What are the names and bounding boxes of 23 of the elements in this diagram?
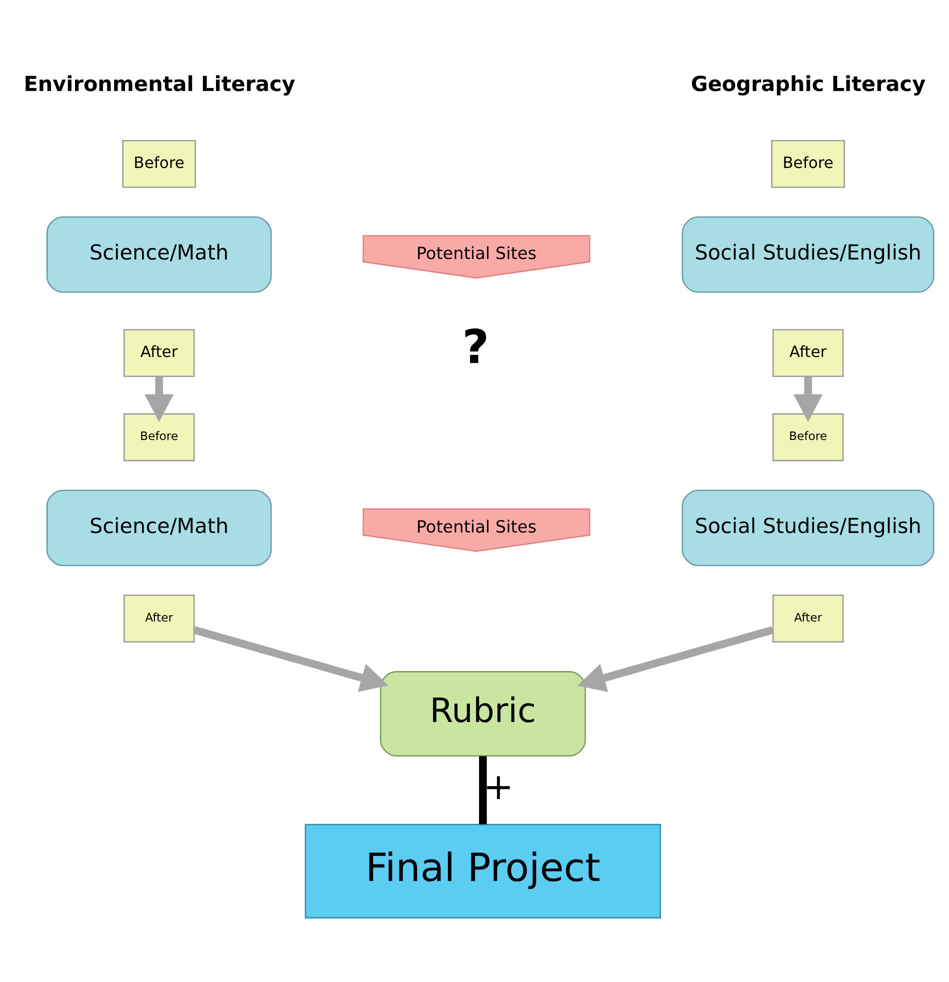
node-box: Before — [123, 413, 195, 462]
label: ? — [462, 320, 490, 374]
label: Geographic Literacy — [690, 72, 926, 96]
node-box: Before — [771, 140, 845, 188]
node-box: Before — [772, 413, 844, 462]
edge-label: + — [483, 765, 514, 808]
arrow — [793, 376, 823, 422]
label: Environmental Literacy — [24, 72, 296, 96]
node-box: Rubric — [380, 671, 586, 757]
node-box: Final Project — [304, 824, 662, 918]
node-box: After — [123, 329, 195, 377]
node-box: Social Studies/English — [682, 490, 934, 566]
node-box: Science/Math — [46, 490, 272, 566]
node-box: After — [772, 594, 844, 643]
arrow — [577, 626, 774, 692]
connector — [479, 756, 487, 824]
arrow — [144, 376, 174, 422]
node-box: After — [772, 329, 844, 377]
node-box: Before — [122, 140, 196, 188]
node-box: Science/Math — [46, 216, 272, 293]
node-box: Social Studies/English — [682, 216, 934, 293]
node-box: After — [123, 594, 195, 643]
arrow — [193, 626, 389, 692]
